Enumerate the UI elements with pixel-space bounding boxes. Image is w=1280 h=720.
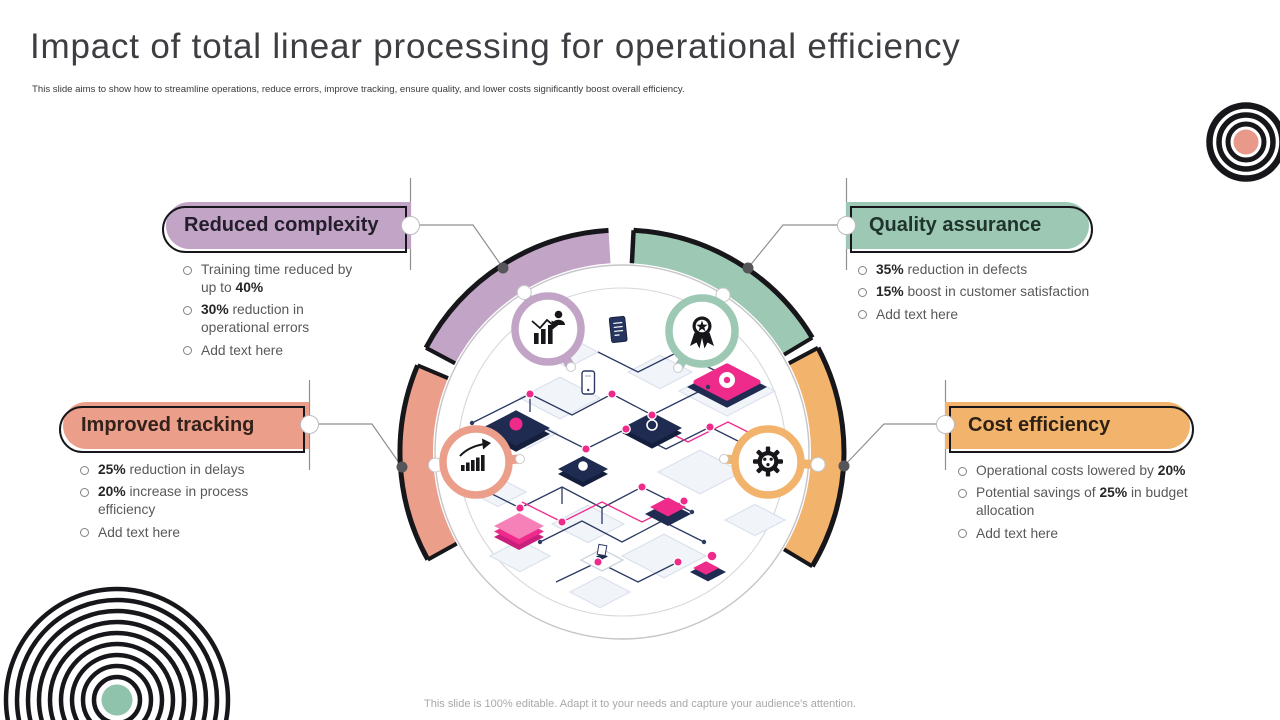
bullet-marker-icon [858, 310, 867, 320]
iso-navy-dots [469, 384, 711, 545]
gear-icon [731, 425, 805, 499]
bullet-item: 20% increase in process efficiency [80, 483, 275, 519]
slide-subtitle: This slide aims to show how to streamlin… [32, 84, 685, 95]
bullet-marker-icon [80, 528, 89, 538]
bullet-item: Operational costs lowered by 20% [958, 462, 1210, 480]
pill-end-dot-improved-tracking [299, 414, 319, 434]
section-label: Quality assurance [869, 214, 1042, 236]
bullet-marker-icon [958, 488, 967, 498]
section-header-reduced-complexity: Reduced complexity [166, 202, 411, 249]
bullet-list-cost-efficiency: Operational costs lowered by 20% Potenti… [958, 462, 1210, 547]
bullet-item: Training time reduced by up to 40% [183, 261, 361, 297]
bullet-item: 15% boost in customer satisfaction [858, 283, 1128, 301]
arc-anchor-dots [396, 262, 850, 473]
bullet-item: 30% reduction in operational errors [183, 301, 361, 337]
bullet-marker-icon [80, 465, 89, 475]
bullet-marker-icon [958, 529, 967, 539]
bullet-marker-icon [80, 487, 89, 497]
award-ribbon-icon [665, 294, 739, 368]
iso-pink-phone [690, 550, 726, 582]
pill-end-dot-reduced-complexity [400, 215, 420, 235]
bullet-marker-icon [183, 265, 192, 275]
bullet-marker-icon [183, 305, 192, 315]
document-icon [608, 315, 628, 344]
concentric-decoration-bottom-left [3, 586, 231, 720]
iso-navy-tiles [482, 410, 682, 487]
arc-quality-assurance [629, 227, 815, 357]
bullet-marker-icon [958, 466, 967, 476]
phone-icon [581, 370, 596, 395]
bullet-item-add-text-placeholder[interactable]: Add text here [958, 525, 1210, 543]
bullet-item-add-text-placeholder[interactable]: Add text here [183, 342, 361, 360]
slide-footnote: This slide is 100% editable. Adapt it to… [424, 698, 856, 710]
section-label: Cost efficiency [968, 414, 1111, 436]
ring-arcs [396, 227, 850, 569]
iso-pink-hero-tile [687, 363, 767, 408]
bullet-item-add-text-placeholder[interactable]: Add text here [858, 306, 1128, 324]
pill-end-dot-quality-assurance [836, 215, 856, 235]
iso-pink-laptop [645, 497, 691, 526]
section-header-cost-efficiency: Cost efficiency [945, 402, 1190, 449]
bullet-item-add-text-placeholder[interactable]: Add text here [80, 524, 275, 542]
bullseye-decoration-top-right [1206, 102, 1280, 182]
bullet-marker-icon [183, 346, 192, 356]
section-label: Improved tracking [81, 414, 255, 436]
bullet-item: 35% reduction in defects [858, 261, 1128, 279]
bullet-marker-icon [858, 265, 867, 275]
bullet-list-reduced-complexity: Training time reduced by up to 40% 30% r… [183, 261, 361, 364]
section-header-improved-tracking: Improved tracking [63, 402, 309, 449]
bullet-list-improved-tracking: 25% reduction in delays 20% increase in … [80, 461, 275, 546]
ring-icon-badges [428, 285, 826, 499]
arc-cost-efficiency [782, 346, 847, 569]
iso-pink-stack [494, 513, 544, 550]
section-label: Reduced complexity [184, 214, 379, 236]
bullet-item: Potential savings of 25% in budget alloc… [958, 484, 1210, 520]
analytics-person-icon [511, 292, 585, 366]
pill-end-dot-cost-efficiency [935, 414, 955, 434]
bullet-list-quality-assurance: 35% reduction in defects 15% boost in cu… [858, 261, 1128, 328]
bullet-marker-icon [858, 287, 867, 297]
growth-chart-icon [439, 425, 513, 499]
bullet-item: 25% reduction in delays [80, 461, 275, 479]
page-title: Impact of total linear processing for op… [30, 27, 961, 66]
section-header-quality-assurance: Quality assurance [846, 202, 1089, 249]
